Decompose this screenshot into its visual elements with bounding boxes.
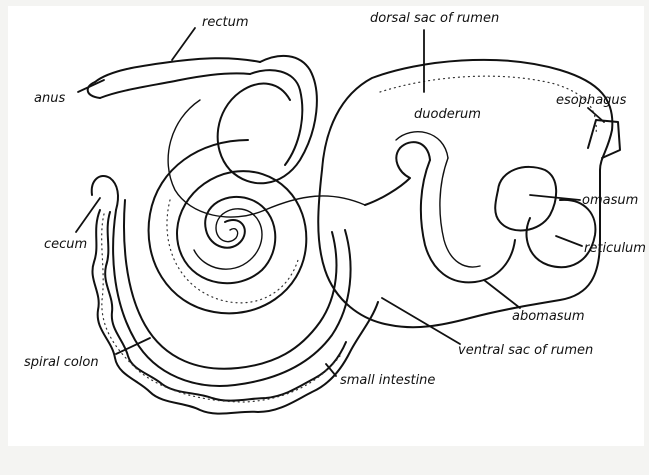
- label-small-intestine: small intestine: [340, 373, 435, 388]
- label-abomasum: abomasum: [512, 309, 584, 324]
- label-omasum: omasum: [582, 193, 638, 208]
- label-reticulum: reticulum: [584, 241, 646, 256]
- label-ventral-sac: ventral sac of rumen: [458, 343, 593, 358]
- label-spiral-colon: spiral colon: [24, 355, 99, 370]
- label-cecum: cecum: [44, 237, 87, 252]
- label-anus: anus: [34, 91, 65, 106]
- label-rectum: rectum: [202, 15, 249, 30]
- label-duodenum: duoderum: [414, 107, 481, 122]
- label-dorsal-sac: dorsal sac of rumen: [370, 11, 499, 26]
- label-esophagus: esophagus: [556, 93, 627, 108]
- paper-sheet: [8, 6, 644, 446]
